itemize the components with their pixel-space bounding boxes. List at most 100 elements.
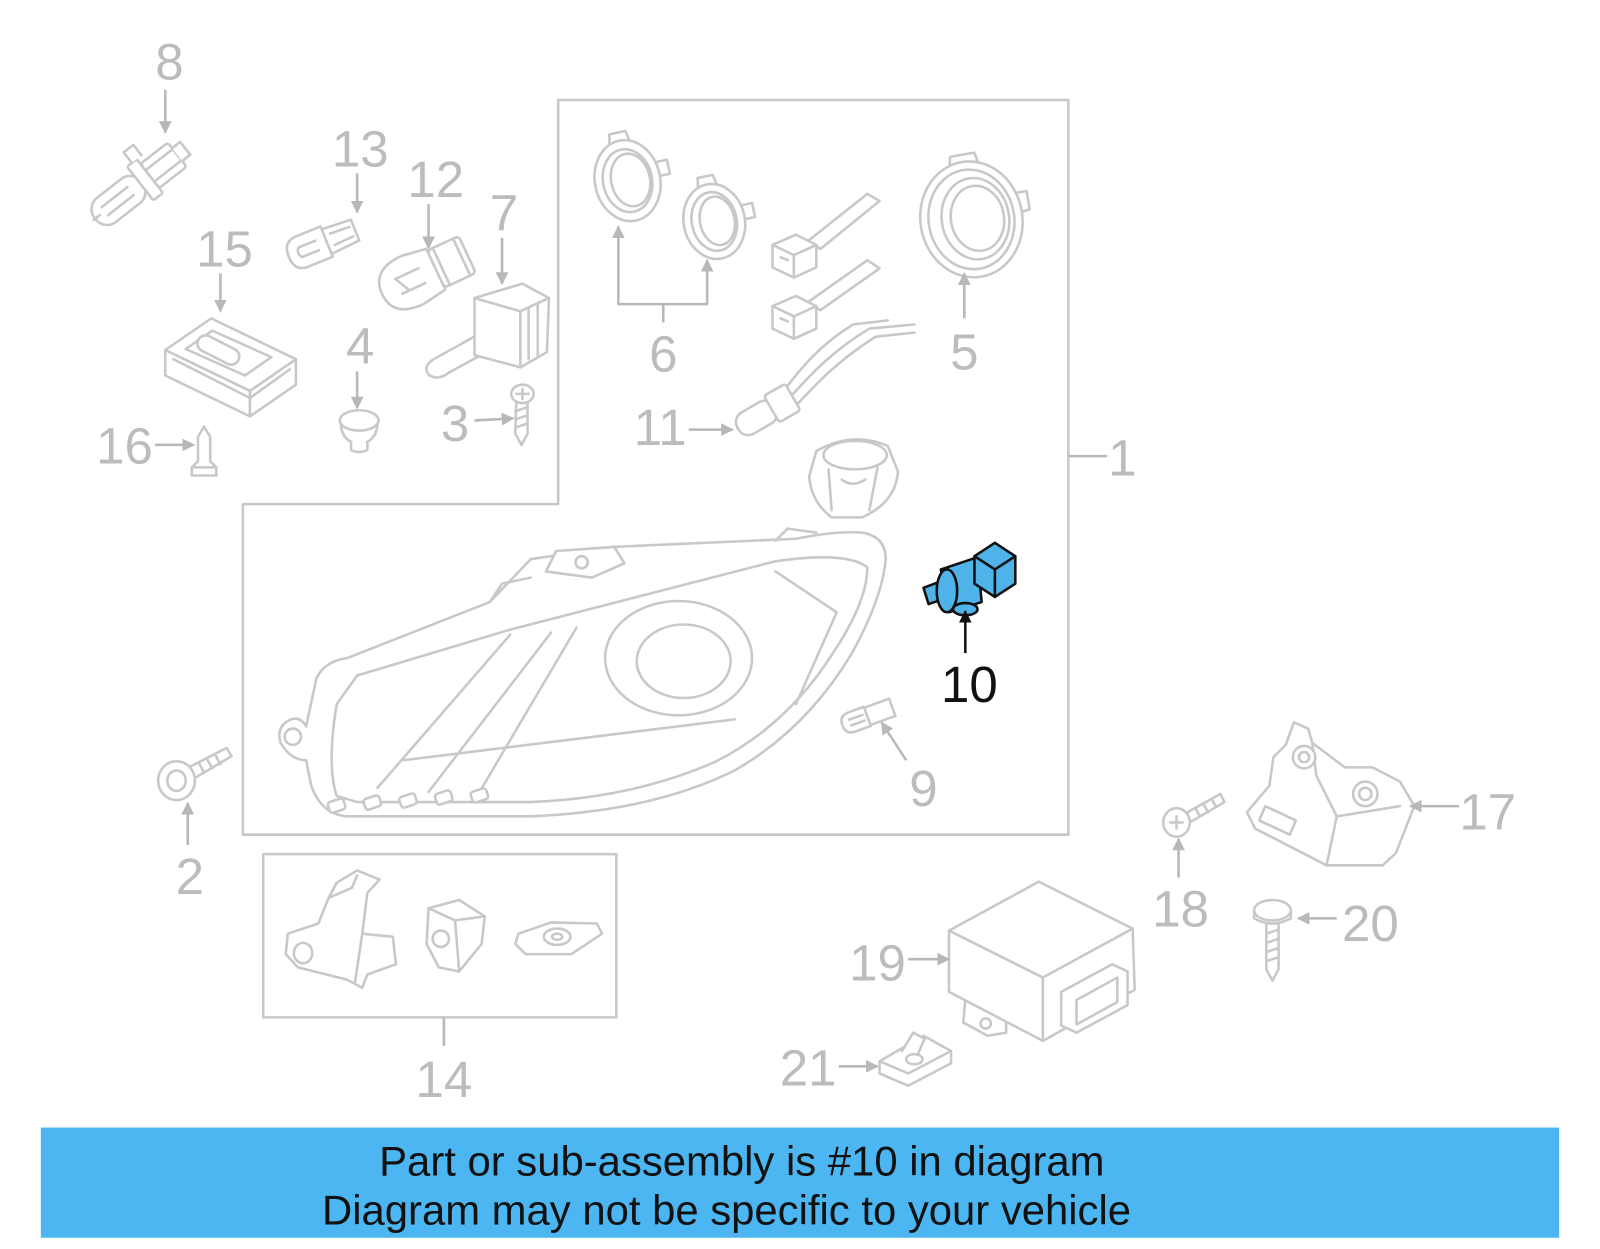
callout-9-arrow	[880, 721, 908, 761]
part-3-screw	[509, 383, 535, 447]
clip-fold	[878, 1049, 953, 1075]
pin-body	[190, 425, 218, 477]
info-banner-line-1: Part or sub-assembly is #10 in diagram	[379, 1138, 1104, 1185]
socket-details	[827, 466, 879, 512]
callout-19-label: 19	[849, 935, 906, 992]
info-banner-line-2: Diagram may not be specific to your vehi…	[322, 1187, 1131, 1234]
part-9-wedge-bulb	[840, 697, 897, 734]
screw-threads	[197, 753, 222, 774]
callout-5-label: 5	[950, 323, 978, 380]
callout-11-label: 11	[634, 399, 687, 456]
part-14-bracket-b	[425, 898, 486, 973]
screw-cross	[515, 387, 530, 401]
callout-13-label: 13	[332, 120, 389, 177]
bracket-hole	[431, 929, 451, 949]
callout-20-label: 20	[1342, 895, 1399, 952]
bracket-hole-inner	[1357, 786, 1373, 802]
harness-wire	[784, 323, 916, 404]
screw-threads	[514, 405, 529, 429]
part-4-clip	[338, 408, 380, 454]
part-16-push-pin	[190, 425, 218, 477]
clip-head	[338, 408, 380, 432]
bulb-filament	[92, 185, 135, 222]
screw-cross	[1169, 815, 1184, 830]
bulb-base-lines	[431, 237, 472, 287]
bracket-hole-inner	[1297, 750, 1311, 764]
part-8-halogen-bulb	[90, 140, 192, 227]
part-14-bracket-a	[284, 869, 398, 990]
clip-tab	[900, 1031, 926, 1055]
connector-snout-end	[935, 568, 959, 614]
module-mount-hole	[979, 1017, 993, 1030]
ring-inner	[940, 176, 1011, 261]
callout-17-label: 17	[1459, 784, 1516, 841]
bolt-threads	[1265, 928, 1280, 963]
socket-rim	[822, 439, 889, 471]
bulb-glass	[377, 247, 447, 311]
module-connector-inner	[1075, 976, 1119, 1026]
assembly-14-outline	[261, 852, 618, 1019]
connector-lead-a	[771, 192, 881, 279]
callout-2-label: 2	[176, 848, 204, 905]
connector-lead-b	[771, 258, 881, 341]
callout-3-label: 3	[441, 395, 469, 452]
callout-9-label: 9	[909, 760, 937, 817]
bulb-socket-twist	[807, 438, 900, 519]
bracket-body	[284, 869, 398, 990]
bracket-slot	[1257, 804, 1298, 836]
part-20-bolt	[1252, 898, 1293, 982]
bulb-base-lines	[328, 225, 355, 247]
callout-3-arrow	[474, 412, 515, 426]
callout-14-label: 14	[416, 1051, 473, 1108]
part-14-plate-c	[514, 921, 604, 956]
socket-side-face	[519, 296, 551, 369]
clip-hole	[904, 1052, 924, 1066]
projector-lens	[635, 623, 732, 700]
lens-detail-lines	[376, 570, 839, 794]
bulb-wedge-base	[862, 697, 897, 727]
clip-stem	[349, 440, 369, 454]
lens-outline	[330, 556, 869, 804]
part-11-wiring-harness	[734, 319, 916, 437]
ring-bore	[609, 152, 652, 208]
bulb-glass	[285, 225, 335, 270]
housing-tab	[469, 787, 490, 804]
bulb-filament	[847, 713, 866, 727]
ring-bore	[698, 195, 737, 247]
bulb-base	[427, 236, 476, 288]
bolt-head	[1252, 898, 1293, 922]
part-10-bulb-socket-highlighted	[922, 541, 1017, 617]
part-6-retaining-ring-b	[682, 173, 757, 261]
plate-hole	[550, 932, 564, 942]
bulb-filament	[394, 266, 427, 296]
callout-16-label: 16	[96, 417, 153, 474]
harness-connector	[734, 383, 801, 437]
callout-10-label: 10	[941, 656, 998, 713]
part-2-screw	[156, 746, 233, 802]
socket-ribs	[527, 302, 540, 361]
callout-18-label: 18	[1152, 881, 1209, 938]
part-5-retaining-ring	[918, 151, 1031, 279]
part-7-bulb-socket	[425, 282, 551, 379]
connector-wires	[806, 258, 881, 312]
bulb-pins	[170, 140, 192, 163]
info-banner-background	[40, 1127, 1560, 1238]
housing-mount-hole	[283, 727, 303, 747]
housing-tab	[362, 794, 383, 811]
part-19-control-module	[947, 880, 1136, 1043]
callout-1-label: 1	[1108, 430, 1136, 487]
ballast-knob	[196, 334, 241, 366]
bulb-tab	[122, 143, 143, 165]
callout-15-label: 15	[196, 220, 253, 277]
ring-inner	[601, 147, 654, 214]
connector-edges	[771, 304, 818, 341]
assembly-1-outline	[241, 98, 1070, 836]
ballast-edge-lines	[172, 357, 292, 400]
screw-threads	[1194, 798, 1218, 818]
socket-stem	[425, 331, 489, 379]
callout-4-label: 4	[346, 317, 374, 374]
screw-head-inner	[166, 769, 187, 793]
connector-box-edges	[973, 554, 1017, 599]
bracket-hole	[574, 554, 590, 570]
